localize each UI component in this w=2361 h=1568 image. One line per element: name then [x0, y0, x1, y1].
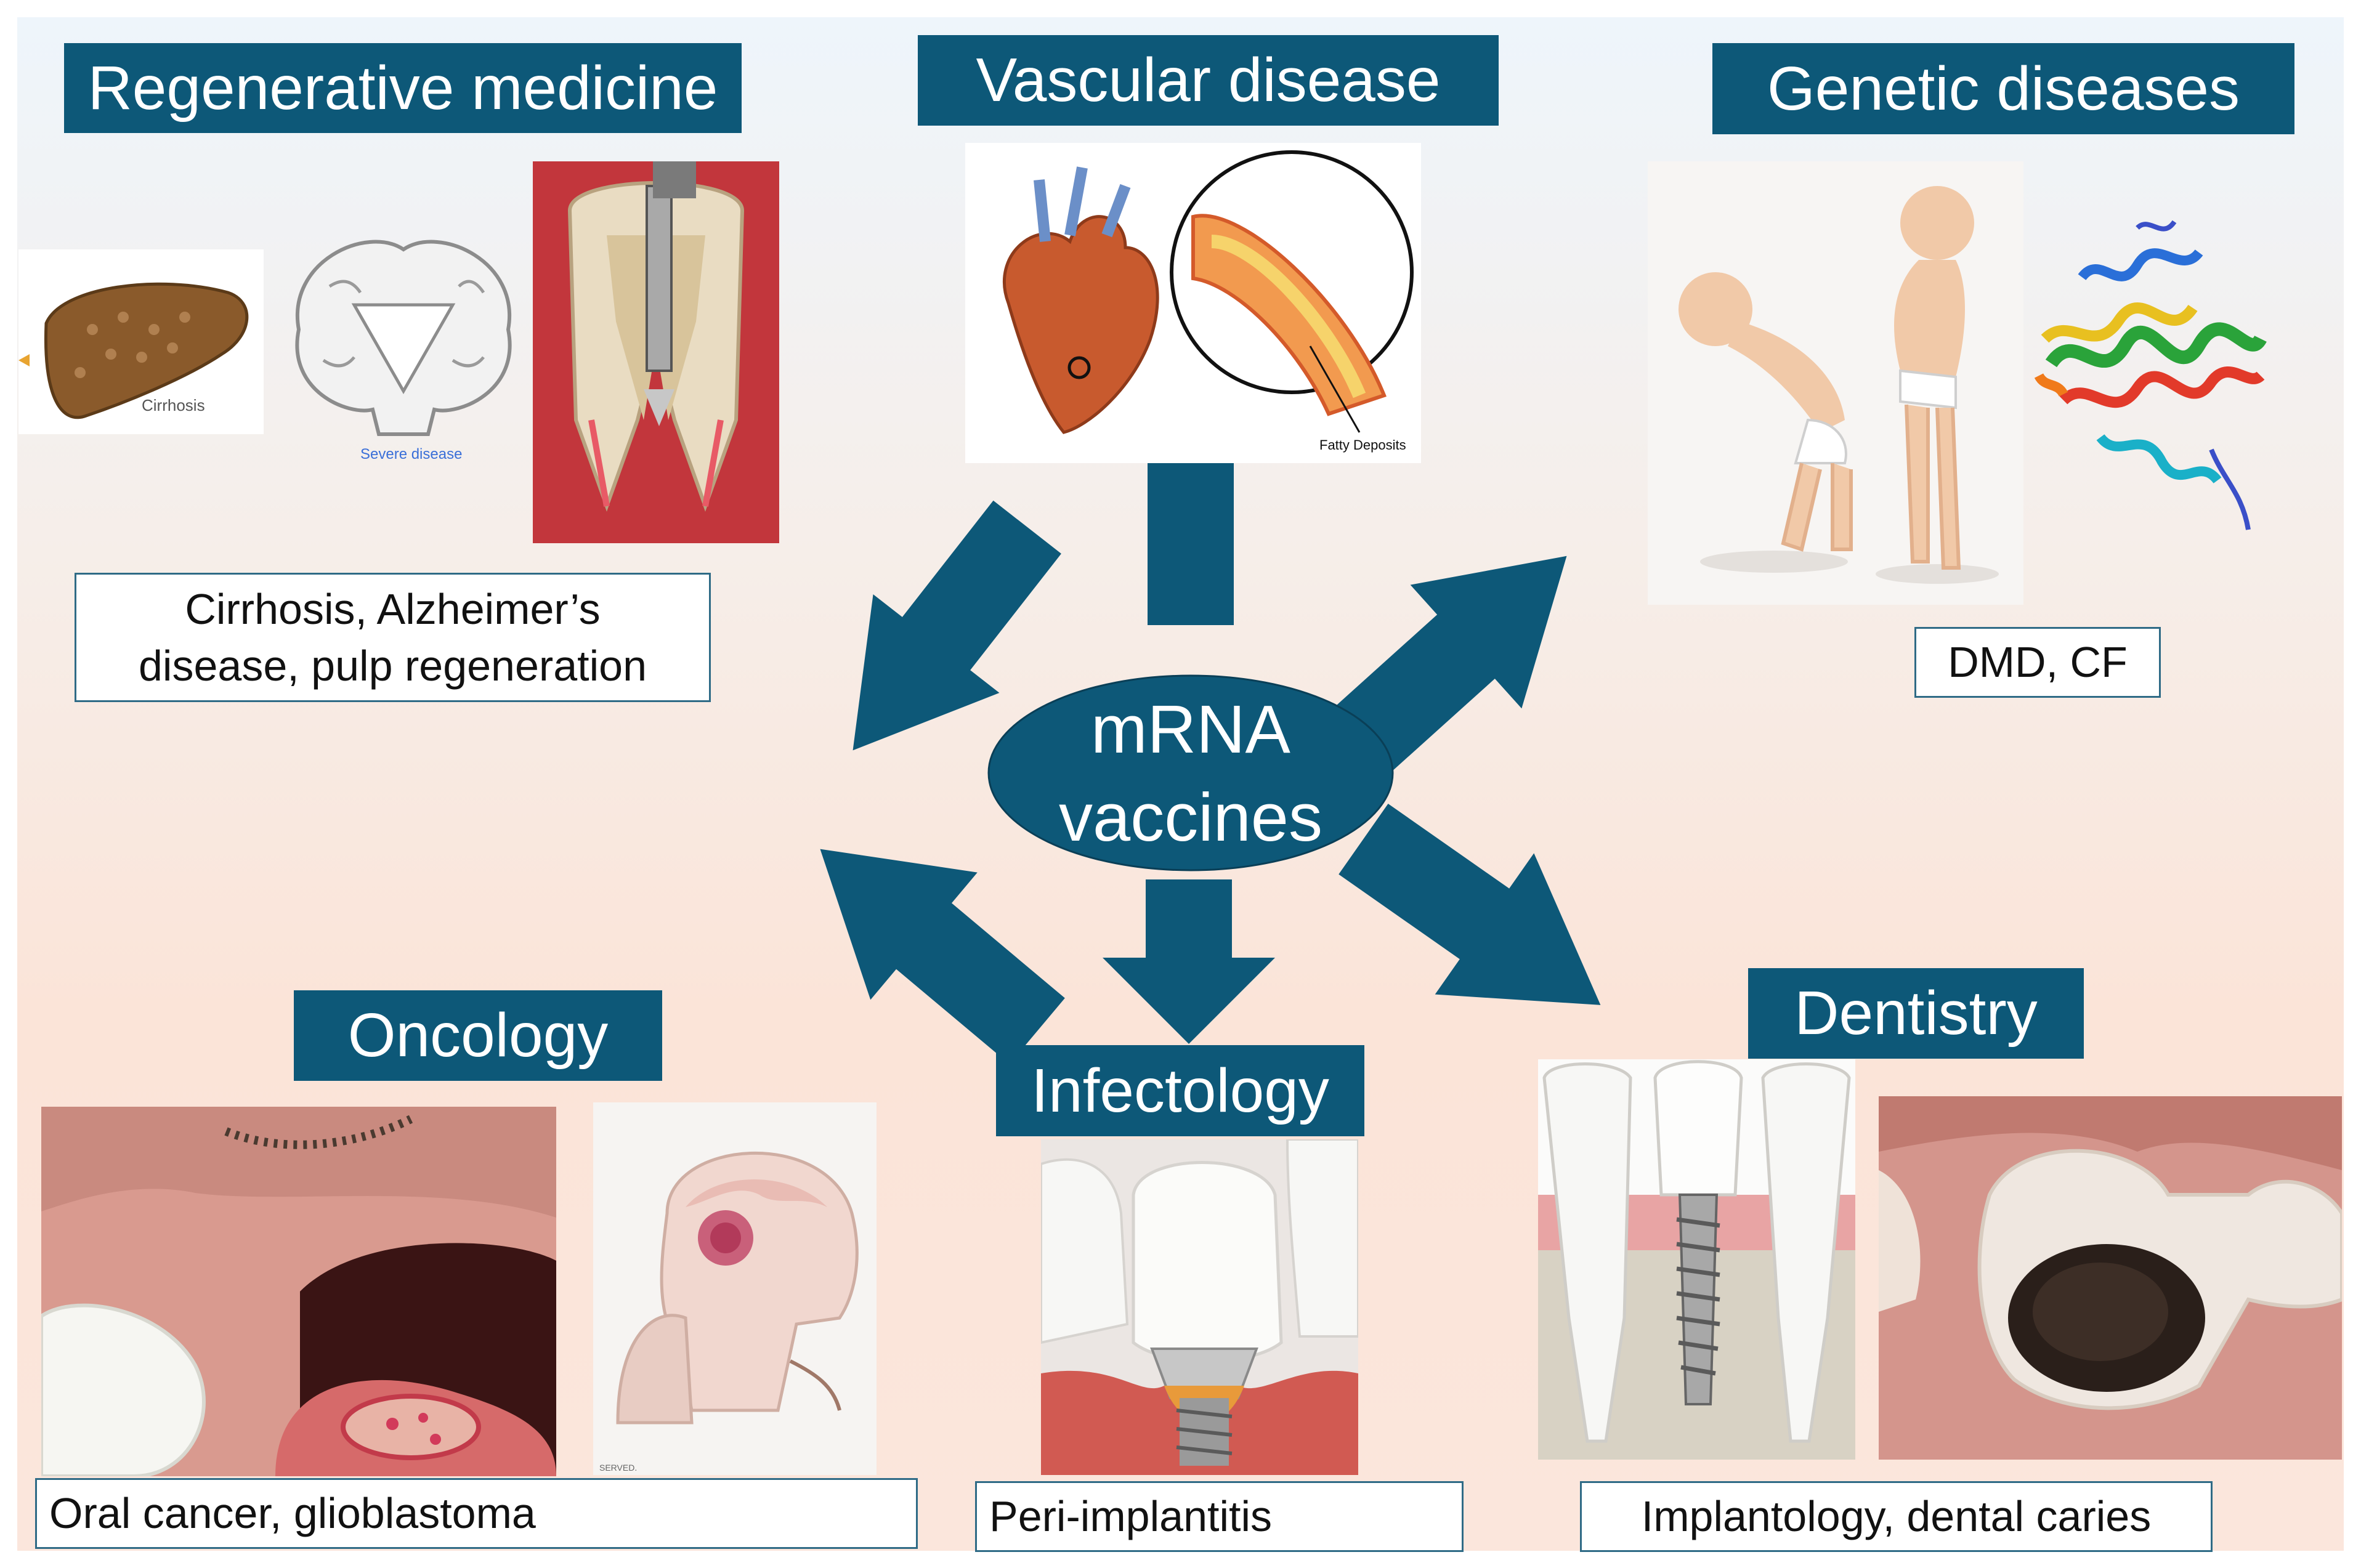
- oral-cancer-icon: [41, 1107, 556, 1476]
- liver-label: Cirrhosis: [142, 396, 205, 414]
- caption-oncology: Oral cancer, glioblastoma: [35, 1478, 918, 1549]
- center-line-1: mRNA: [1091, 691, 1290, 767]
- dental-caries-icon: [1879, 1096, 2342, 1460]
- peri-implant-icon: [1041, 1139, 1358, 1475]
- caption-regenerative-line-2: disease, pulp regeneration: [138, 642, 647, 690]
- oncology-image-label: SERVED.: [599, 1463, 637, 1473]
- center-ellipse: [987, 674, 1394, 871]
- caption-regenerative: Cirrhosis, Alzheimer’s disease, pulp reg…: [75, 573, 711, 702]
- arrow-up: [1103, 434, 1278, 625]
- arrow-up-left: [852, 500, 1061, 751]
- arrow-down-right: [1338, 804, 1601, 1005]
- protein-structure-icon: [2027, 203, 2273, 548]
- caption-dentistry: Implantology, dental caries: [1580, 1481, 2213, 1552]
- dental-implant-icon: [1538, 1059, 1855, 1460]
- brain-label: Severe disease: [360, 446, 462, 463]
- arrow-down: [1103, 879, 1275, 1044]
- title-genetic-diseases: Genetic diseases: [1712, 43, 2294, 134]
- fatty-deposits-label: Fatty Deposits: [1319, 437, 1406, 453]
- headache-tumor-icon: SERVED.: [593, 1102, 877, 1475]
- caption-regenerative-line-1: Cirrhosis, Alzheimer’s: [185, 584, 601, 633]
- title-infectology: Infectology: [996, 1045, 1364, 1136]
- title-dentistry: Dentistry: [1748, 968, 2084, 1059]
- brain-section-icon: Severe disease: [274, 212, 533, 465]
- child-posture-icon: [1648, 161, 2023, 605]
- arrow-down-left: [820, 849, 1065, 1064]
- center-line-2: vaccines: [1059, 779, 1322, 855]
- heart-artery-icon: Fatty Deposits: [965, 143, 1421, 463]
- title-oncology: Oncology: [294, 990, 662, 1081]
- title-regenerative-medicine: Regenerative medicine: [64, 43, 742, 133]
- root-canal-icon: [533, 161, 779, 543]
- title-vascular-disease: Vascular disease: [918, 35, 1499, 126]
- liver-icon: Cirrhosis: [18, 249, 264, 434]
- arrow-up-right: [1327, 556, 1567, 778]
- caption-infectology: Peri-implantitis: [975, 1481, 1464, 1552]
- caption-genetic: DMD, CF: [1914, 627, 2161, 698]
- center-label: mRNA vaccines: [986, 673, 1396, 873]
